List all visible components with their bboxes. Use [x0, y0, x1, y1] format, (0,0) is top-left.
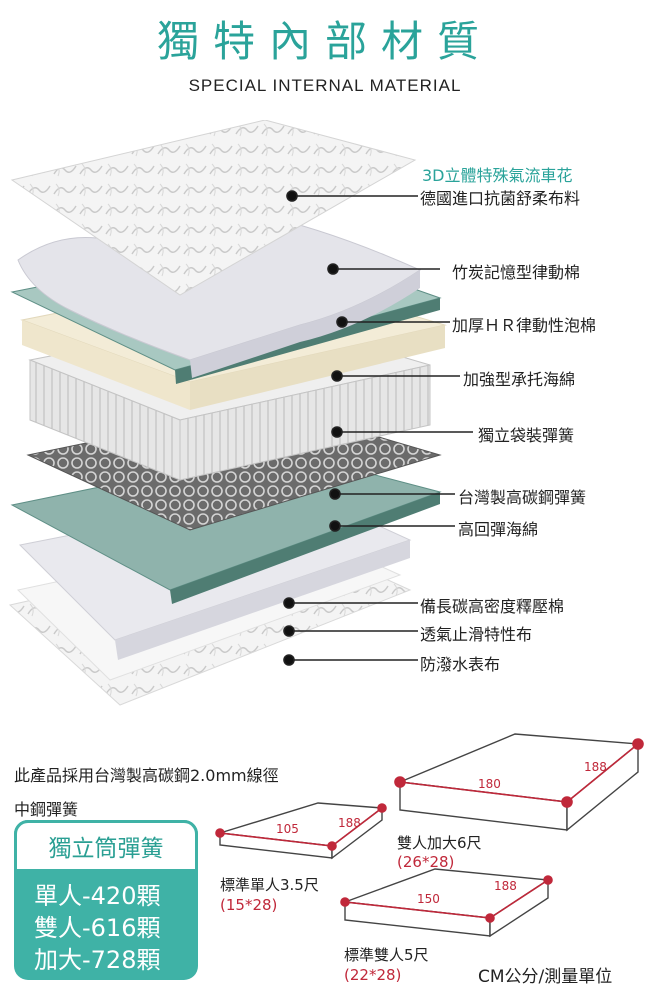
size-label-king: 雙人加大6尺 — [397, 834, 482, 852]
king-length-value: 188 — [584, 760, 607, 774]
layer-label-hr-foam: 加厚ＨＲ律動性泡棉 — [452, 316, 597, 335]
layer-label-top-fabric-pattern: 3D立體特殊氣流車花 — [422, 166, 573, 185]
size-value-double: (22*28) — [344, 966, 402, 984]
layer-label-pocket-springs: 獨立袋裝彈簧 — [478, 426, 575, 445]
size-value-single: (15*28) — [220, 896, 278, 914]
layer-top-quilted-fabric — [10, 120, 417, 296]
size-label-single: 標準單人3.5尺 — [220, 876, 319, 894]
layer-label-steel-springs: 台灣製高碳鋼彈簧 — [458, 488, 587, 507]
layer-label-memory-batting: 竹炭記憶型律動棉 — [452, 263, 581, 282]
single-width-value: 105 — [276, 822, 299, 836]
page-subtitle: SPECIAL INTERNAL MATERIAL — [188, 76, 462, 95]
mattress-layers-illustration — [8, 120, 473, 706]
spring-count-single: 單人-420顆 — [34, 882, 161, 910]
king-width-value: 180 — [478, 777, 501, 791]
spring-count-box: 獨立筒彈簧 單人-420顆 雙人-616顆 加大-728顆 — [14, 820, 198, 980]
spring-count-king: 加大-728顆 — [34, 946, 161, 974]
spring-note-line2: 中鋼彈簧 — [14, 800, 79, 819]
measurement-unit-note: CM公分/測量單位 — [478, 967, 613, 987]
mattress-size-diagrams — [215, 733, 644, 938]
layer-label-comfort-batting: 備長碳高密度釋壓棉 — [420, 597, 565, 616]
layer-label-high-resilience-foam: 高回彈海綿 — [458, 520, 539, 539]
leader-lines — [283, 190, 473, 666]
size-value-king: (26*28) — [397, 853, 455, 871]
single-length-value: 188 — [338, 816, 361, 830]
layer-label-top-fabric: 德國進口抗菌舒柔布料 — [420, 189, 581, 208]
double-width-value: 150 — [417, 892, 440, 906]
size-label-double: 標準雙人5尺 — [344, 946, 429, 964]
size-diagram-king — [397, 733, 640, 832]
layer-label-anti-slip-fabric: 透氣止滑特性布 — [420, 625, 533, 644]
layer-label-support-foam: 加強型承托海綿 — [463, 370, 576, 389]
spring-count-double: 雙人-616顆 — [34, 914, 161, 942]
size-diagram-single — [219, 802, 384, 860]
double-length-value: 188 — [494, 879, 517, 893]
spring-count-box-title: 獨立筒彈簧 — [14, 820, 198, 872]
size-diagram-double — [344, 868, 551, 938]
spring-note-line1: 此產品採用台灣製高碳鋼2.0mm線徑 — [14, 766, 279, 785]
layer-label-waterproof-cover: 防潑水表布 — [420, 655, 501, 674]
page-title: 獨特內部材質 — [156, 17, 493, 66]
